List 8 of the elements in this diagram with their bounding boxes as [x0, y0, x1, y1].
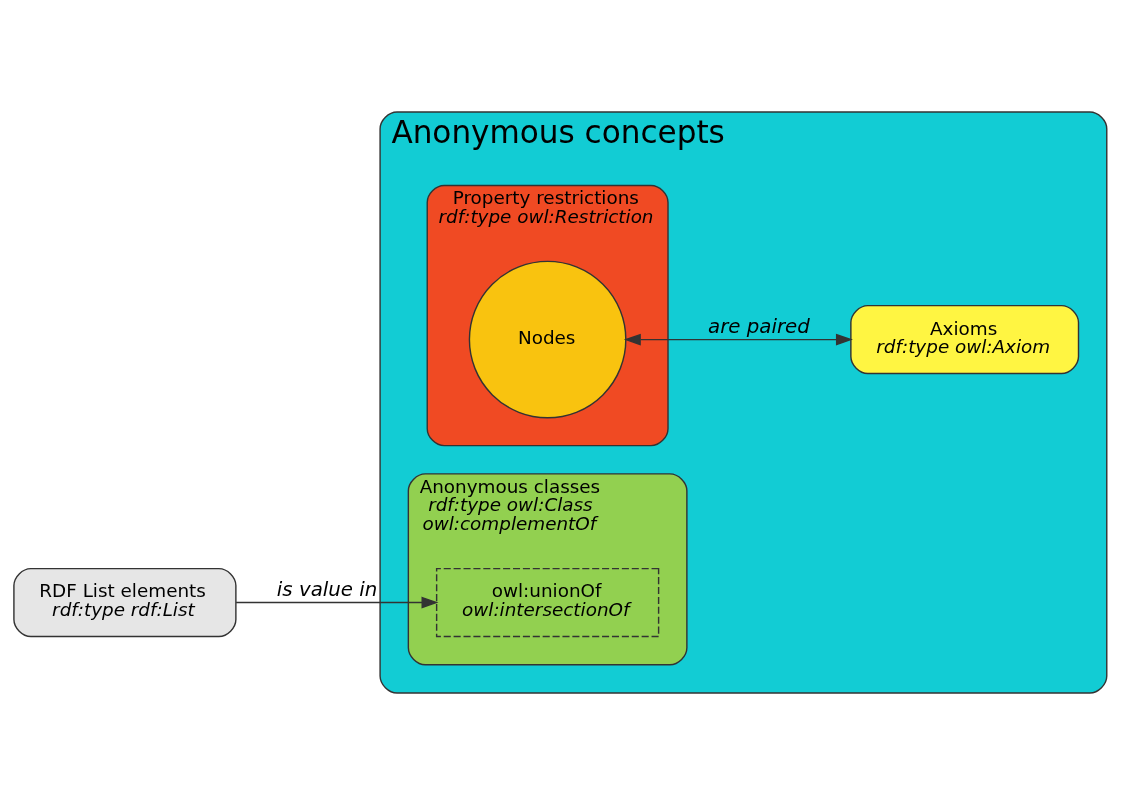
- edge-label: is value in: [276, 577, 378, 601]
- arrow: [235, 596, 439, 609]
- edge-label: are paired: [708, 314, 810, 338]
- node-box: owl:unionOf owl:intersectionOf: [435, 567, 660, 638]
- arrow: [623, 333, 853, 346]
- node-box: Axioms rdf:type owl:Axiom: [850, 304, 1080, 375]
- node-box: RDF List elements rdf:type rdf:List: [13, 567, 237, 638]
- node-circle: Nodes: [468, 260, 627, 419]
